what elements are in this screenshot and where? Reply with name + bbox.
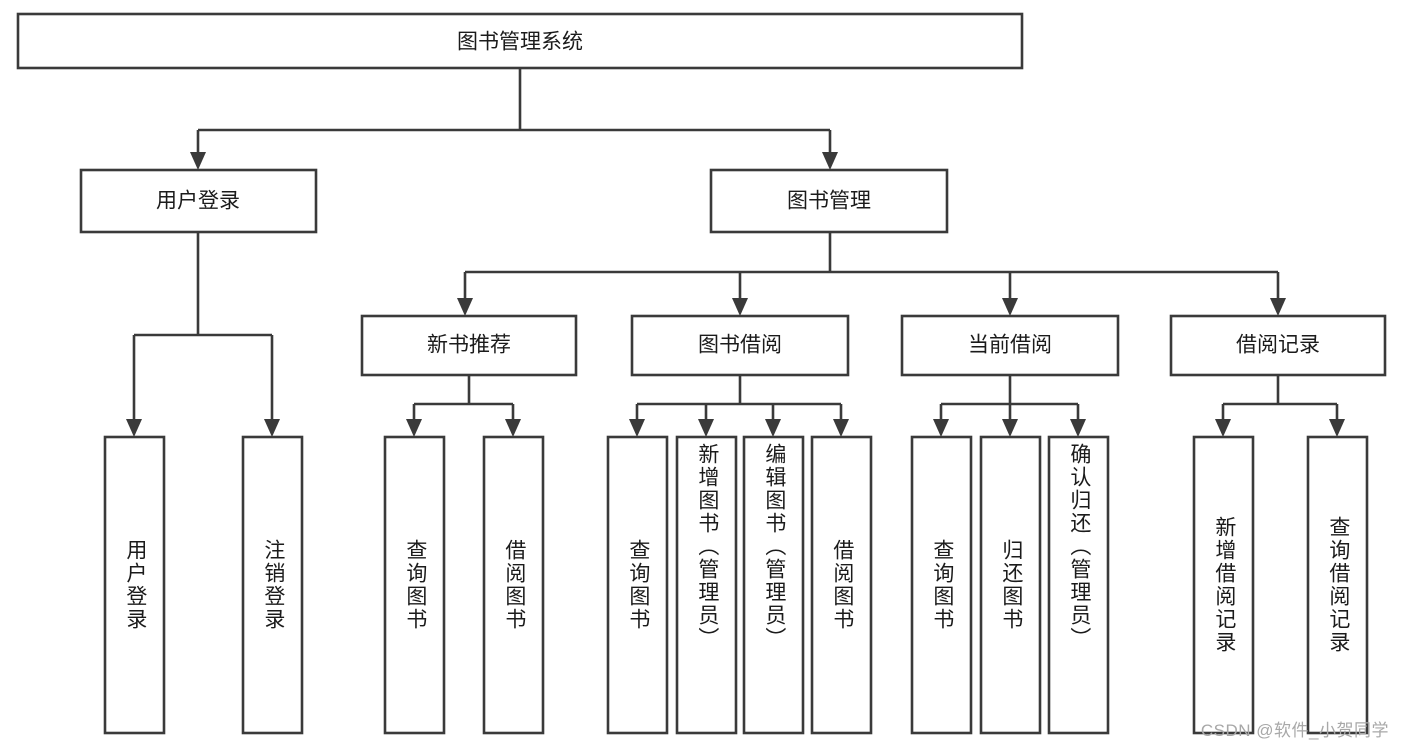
- arrowhead-book-manage: [822, 152, 838, 170]
- connector-group-new-book-rec: [406, 375, 521, 437]
- watermark-label: CSDN @软件_小贺同学: [1200, 721, 1389, 740]
- arrowhead-borrow-record: [1270, 298, 1286, 316]
- node-leaf-2[interactable]: [241, 435, 304, 735]
- node-leaf-10[interactable]: [979, 435, 1042, 735]
- arrowhead-leaf-1: [126, 419, 142, 437]
- arrowhead-new-book-rec: [457, 298, 473, 316]
- node-leaf-1[interactable]: [103, 435, 166, 735]
- node-root-label: 图书管理系统: [457, 31, 583, 54]
- node-leaf-6[interactable]: [675, 435, 738, 735]
- node-book-borrow-label: 图书借阅: [698, 334, 782, 357]
- node-leaf-8[interactable]: [810, 435, 873, 735]
- arrowhead-current-borrow: [1002, 298, 1018, 316]
- node-leaf-13[interactable]: [1306, 435, 1369, 735]
- arrowhead-leaf-8: [833, 419, 849, 437]
- arrowhead-leaf-12: [1215, 419, 1231, 437]
- node-leaf-4[interactable]: [482, 435, 545, 735]
- arrowhead-leaf-11: [1070, 419, 1086, 437]
- arrowhead-leaf-9: [933, 419, 949, 437]
- arrowhead-leaf-13: [1329, 419, 1345, 437]
- arrowhead-leaf-10: [1002, 419, 1018, 437]
- node-book-manage-label: 图书管理: [787, 190, 871, 213]
- node-leaf-3[interactable]: [383, 435, 446, 735]
- node-leaf-12[interactable]: [1192, 435, 1255, 735]
- arrowhead-leaf-4: [505, 419, 521, 437]
- connector-group-book-borrow: [629, 375, 849, 437]
- node-user-login[interactable]: [79, 168, 318, 234]
- node-root[interactable]: [16, 12, 1024, 70]
- arrowhead-leaf-6: [698, 419, 714, 437]
- connector-group-book-manage: [457, 232, 1286, 316]
- connector-group-user-login: [126, 232, 280, 437]
- node-user-login-label: 用户登录: [156, 190, 240, 213]
- node-current-borrow[interactable]: [900, 314, 1120, 377]
- connector-group-borrow-record: [1215, 375, 1345, 437]
- node-borrow-record[interactable]: [1169, 314, 1387, 377]
- arrowhead-leaf-7: [765, 419, 781, 437]
- arrowhead-leaf-5: [629, 419, 645, 437]
- node-book-manage[interactable]: [709, 168, 949, 234]
- node-book-borrow[interactable]: [630, 314, 850, 377]
- node-leaf-9[interactable]: [910, 435, 973, 735]
- node-leaf-5[interactable]: [606, 435, 669, 735]
- node-leaf-7[interactable]: [742, 435, 805, 735]
- arrowhead-leaf-2: [264, 419, 280, 437]
- node-new-book-rec-label: 新书推荐: [427, 334, 511, 357]
- node-borrow-record-label: 借阅记录: [1236, 334, 1320, 357]
- arrowhead-book-borrow: [732, 298, 748, 316]
- connector-group-current-borrow: [933, 375, 1086, 437]
- node-leaf-11[interactable]: [1047, 435, 1110, 735]
- node-new-book-rec[interactable]: [360, 314, 578, 377]
- arrowhead-leaf-3: [406, 419, 422, 437]
- arrowhead-user-login: [190, 152, 206, 170]
- connector-group-root: [190, 68, 838, 170]
- node-current-borrow-label: 当前借阅: [968, 334, 1052, 357]
